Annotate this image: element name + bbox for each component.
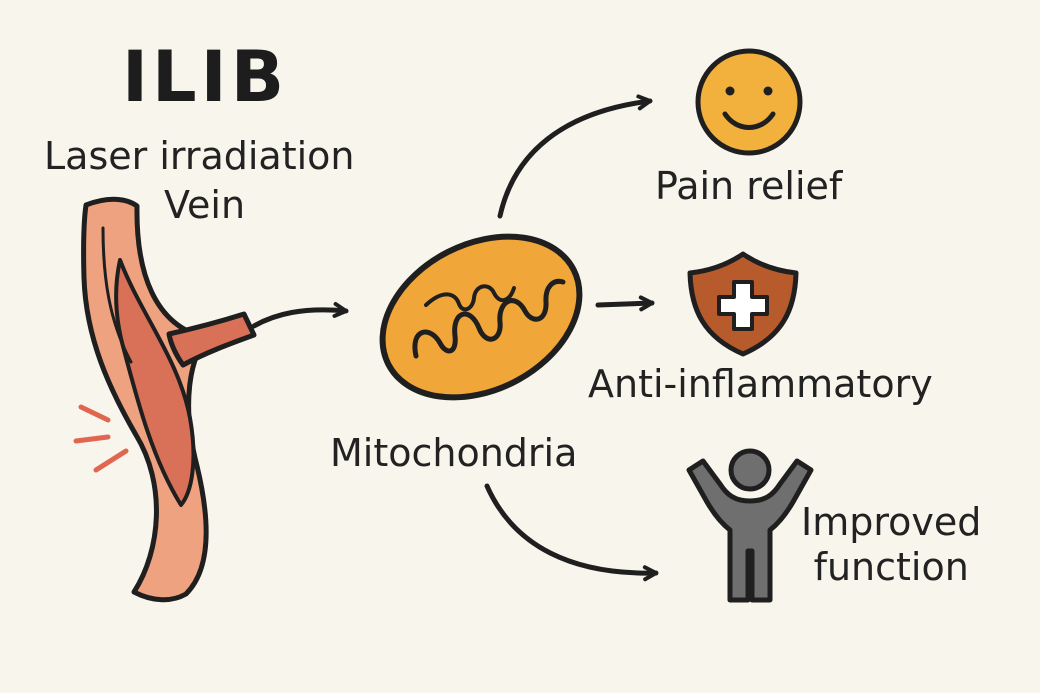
vein-to-mitochondria-arrow xyxy=(251,302,349,329)
arrow-to-improved-function xyxy=(484,483,659,582)
arrow-to-anti-inflammatory xyxy=(595,295,655,312)
improved-function-line-2: function xyxy=(813,544,969,589)
vein-branch xyxy=(166,311,257,368)
mitochondria-label: Mitochondria xyxy=(330,431,578,475)
mitochondria-cristae xyxy=(412,278,566,359)
vein-label: Vein xyxy=(164,183,246,227)
vein-illustration xyxy=(81,196,257,603)
anti-inflammatory-label: Anti-inflammatory xyxy=(588,362,933,406)
arrow-to-pain-relief xyxy=(497,94,653,219)
improved-function-line-1: Improved xyxy=(801,500,982,544)
mitochondria-cristae-upper xyxy=(424,284,516,312)
vein-highlight xyxy=(101,226,133,364)
pain-relief-label: Pain relief xyxy=(655,164,843,208)
smiley-face-icon xyxy=(695,48,803,156)
diagram-title: ILIB xyxy=(122,36,289,118)
laser-irradiation-label: Laser irradiation xyxy=(44,134,355,178)
mitochondria-icon xyxy=(379,233,583,401)
improved-function-label: Improved function xyxy=(801,500,981,590)
shield-plus-icon xyxy=(687,251,799,357)
laser-burst-icon xyxy=(73,404,129,473)
mitochondria-outer xyxy=(379,233,583,401)
person-arms-up-icon xyxy=(686,448,814,603)
